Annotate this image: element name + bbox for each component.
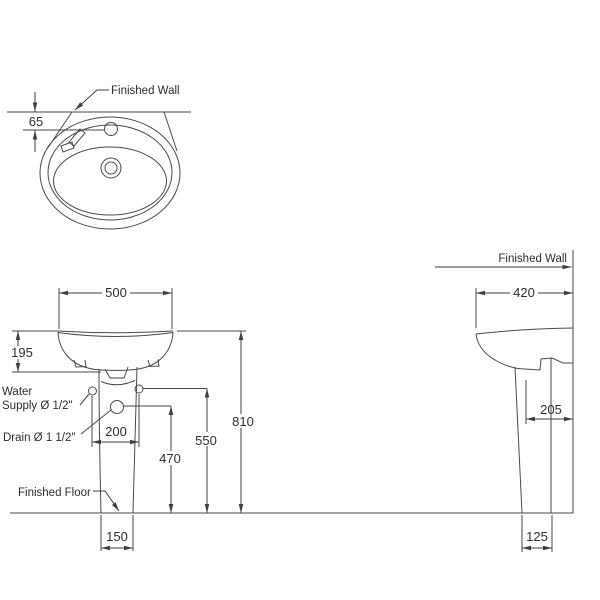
basin-top-profile: [475, 327, 574, 335]
dim-420-halo: [510, 286, 538, 299]
drain-inner: [104, 161, 118, 175]
basin-bowl-outline: [57, 331, 174, 371]
dim-470-halo: [156, 451, 184, 465]
dim-200-value: 200: [105, 424, 127, 439]
dim-420-value: 420: [513, 285, 535, 300]
dim-205-value: 205: [540, 402, 562, 417]
dim-195-halo: [10, 346, 35, 359]
dim-470-value: 470: [159, 451, 181, 466]
drain-leader: [80, 409, 112, 435]
dim-550-value: 550: [195, 433, 217, 448]
dim-500-halo: [102, 286, 130, 299]
drain-hole-front: [110, 400, 124, 414]
side-view: Finished Wall 420 205 125: [435, 250, 574, 552]
pedestal-recess: [104, 366, 129, 379]
pedestal-front-profile: [514, 366, 523, 514]
faucet-lever-icon: [68, 128, 86, 147]
dim-550-halo: [192, 432, 220, 446]
basin-top-inner-edge: [57, 332, 174, 337]
finished-wall-label-side: Finished Wall: [498, 253, 567, 265]
basin-inner-rim: [47, 124, 173, 221]
faucet-spout-icon: [60, 141, 75, 153]
water-supply-leader: [79, 393, 90, 406]
supply-hole-left: [88, 386, 97, 396]
basin-bowl: [53, 146, 167, 216]
dim-150-value: 150: [106, 529, 128, 544]
finished-wall-label-top: Finished Wall: [111, 85, 180, 97]
dim-195-value: 195: [11, 345, 33, 360]
basin-front-profile: [475, 333, 509, 367]
top-view: Finished Wall 65: [7, 85, 191, 230]
dim-810-value: 810: [232, 414, 254, 429]
finished-wall-leader: [74, 89, 109, 111]
dim-125-value: 125: [526, 529, 548, 544]
finished-floor-leader: [93, 490, 120, 512]
dim-810-halo: [229, 414, 257, 428]
dim-65-value: 65: [29, 114, 43, 129]
finished-floor-label: Finished Floor: [18, 487, 91, 499]
drain-outer: [100, 157, 122, 179]
mounting-tab-right: [147, 359, 160, 368]
basin-outer-rim: [39, 116, 181, 230]
front-view: 500 195 Water Supply Ø 1/2" Drain Ø 1 1/…: [2, 285, 573, 551]
water-supply-label-line2: Supply Ø 1/2": [2, 400, 73, 412]
dim-500-value: 500: [105, 285, 127, 300]
faucet-hole: [104, 122, 118, 136]
basin-top-edge: [57, 330, 174, 334]
pedestal-molding: [100, 380, 136, 386]
drain-label: Drain Ø 1 1/2": [3, 432, 75, 444]
mounting-tab-left: [73, 359, 87, 368]
basin-back-edge-right: [163, 111, 178, 152]
water-supply-label-line1: Water: [2, 386, 32, 398]
basin-underside-profile: [507, 357, 573, 371]
